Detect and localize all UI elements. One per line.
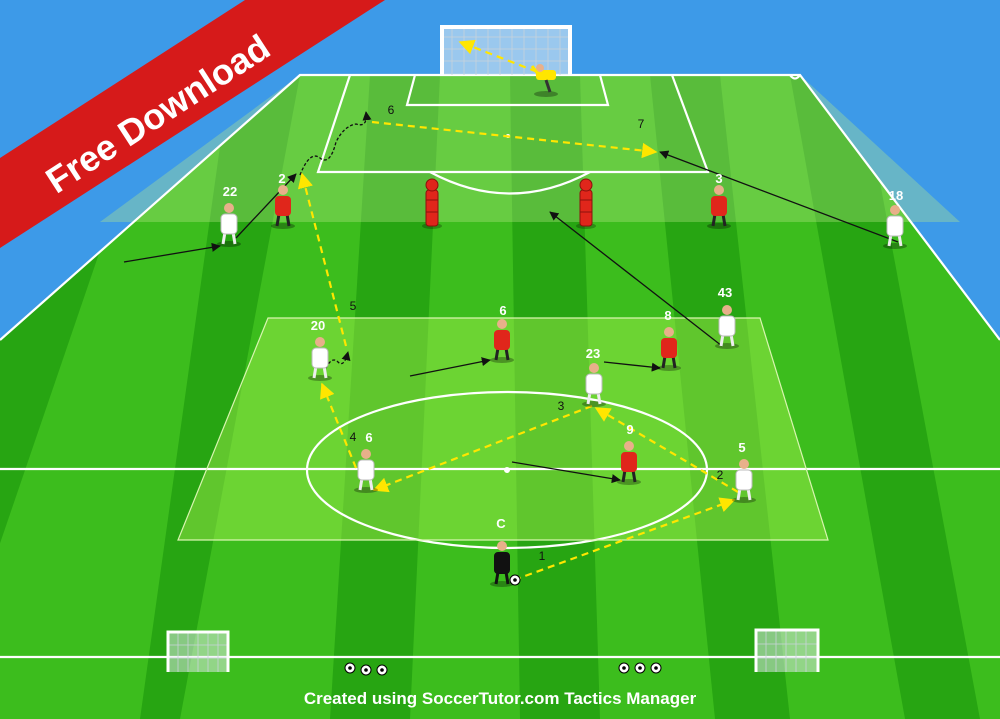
ball-icon <box>634 662 646 674</box>
ball-icon <box>650 662 662 674</box>
sequence-label: 6 <box>388 103 395 117</box>
ball-icon <box>360 664 372 676</box>
player-white-6 <box>354 449 378 493</box>
player-white-20 <box>308 337 332 381</box>
player-label: 43 <box>718 285 732 300</box>
sequence-label: 1 <box>539 549 546 563</box>
player-label: 9 <box>626 422 633 437</box>
player-label: 8 <box>664 308 671 323</box>
middle-zone <box>178 318 828 540</box>
player-label: C <box>496 516 506 531</box>
player-red-9 <box>617 441 641 485</box>
player-red-2 <box>271 185 295 229</box>
player-label: 18 <box>889 188 903 203</box>
player-label: 3 <box>715 171 722 186</box>
player-white-43 <box>715 305 739 349</box>
credit-text: Created using SoccerTutor.com Tactics Ma… <box>304 689 697 708</box>
player-label: 6 <box>499 303 506 318</box>
ball-icon <box>344 662 356 674</box>
ball-icon <box>618 662 630 674</box>
player-label: 2 <box>278 171 285 186</box>
sequence-label: 3 <box>558 399 565 413</box>
sequence-label: 7 <box>638 117 645 131</box>
player-white-5 <box>732 459 756 503</box>
coach <box>490 541 514 587</box>
sequence-label: 2 <box>717 468 724 482</box>
player-label: 22 <box>223 184 237 199</box>
sequence-label: 4 <box>350 430 357 444</box>
goal-icon <box>166 630 230 672</box>
pass-lines <box>297 39 739 582</box>
player-white-22 <box>217 203 241 247</box>
goal-icon <box>440 25 572 75</box>
player-red-8 <box>657 327 681 371</box>
mannequin-icon <box>576 178 596 229</box>
attacking-zone <box>100 75 960 222</box>
goal-icon <box>754 628 820 672</box>
player-label: 6 <box>365 430 372 445</box>
player-red-6 <box>490 319 514 363</box>
ball-icon <box>376 664 388 676</box>
player-white-23 <box>582 363 606 407</box>
centre-spot <box>504 467 510 473</box>
player-white-18 <box>883 205 907 249</box>
movement-arrows <box>123 111 899 484</box>
player-label: 5 <box>738 440 745 455</box>
player-label: 20 <box>311 318 325 333</box>
middle-zone-outline <box>177 317 829 541</box>
mannequin-icon <box>422 178 442 229</box>
goalkeeper-icon <box>530 64 558 97</box>
player-label: 23 <box>586 346 600 361</box>
sequence-label: 5 <box>350 299 357 313</box>
player-red-3 <box>707 185 731 229</box>
ball-icon <box>509 574 521 586</box>
